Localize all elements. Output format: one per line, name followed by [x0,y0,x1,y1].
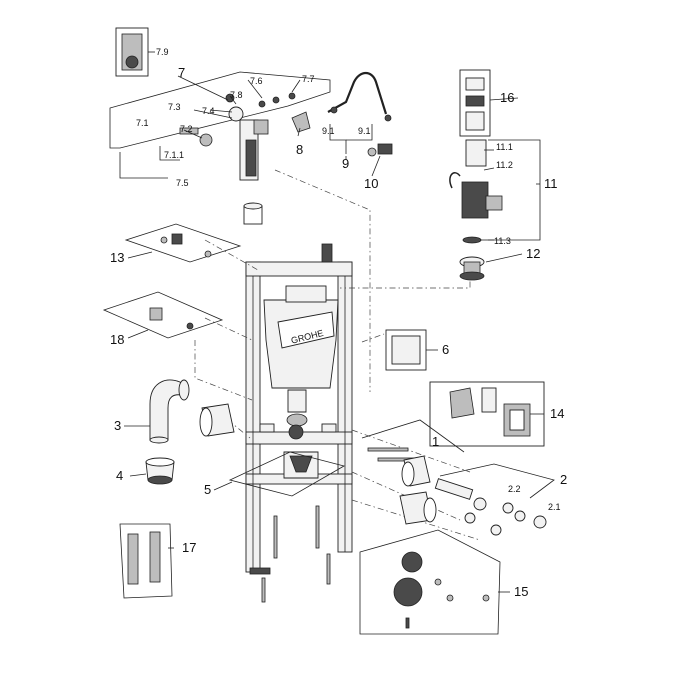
label-13: 13 [110,250,124,265]
label-7-3: 7.3 [168,102,181,112]
label-7-1-1: 7.1.1 [164,150,184,160]
label-9-1-right: 9.1 [358,126,371,136]
label-7-8: 7.8 [230,90,243,100]
part-4-cup [145,457,175,485]
part-7-9-box [115,27,155,77]
installation-frame [245,243,353,575]
label-12: 12 [526,246,540,261]
label-7-4: 7.4 [202,106,215,116]
part-14-box [429,381,545,447]
part-1-pipes [361,419,465,525]
pan-bracket [259,423,337,479]
part-11-flush-valve [449,139,541,244]
part-3-elbow [149,379,190,444]
label-3: 3 [114,418,121,433]
part-13-panel [124,223,242,263]
label-7-6: 7.6 [250,76,263,86]
label-7-1: 7.1 [136,118,149,128]
part-15-board [359,529,501,635]
label-11: 11 [544,176,558,191]
label-5: 5 [204,482,211,497]
part-5-lines [228,451,346,497]
part-8 [291,111,311,133]
label-11-3: 11.3 [494,236,511,246]
label-7-2: 7.2 [180,124,193,134]
label-2-1: 2.1 [548,502,561,512]
part-connector-pipe [199,403,235,437]
label-9-1-left: 9.1 [322,126,335,136]
part-6-plate [385,329,427,371]
part-18-panel [102,291,224,339]
label-18: 18 [110,332,124,347]
label-2-2: 2.2 [508,484,521,494]
part-16-box [459,69,491,137]
label-7-5: 7.5 [176,178,189,188]
label-1: 1 [432,434,439,449]
label-8: 8 [296,142,303,157]
label-10: 10 [364,176,378,191]
label-9: 9 [342,156,349,171]
label-11-1: 11.1 [496,142,513,152]
label-11-2: 11.2 [496,160,513,170]
label-2: 2 [560,472,567,487]
label-6: 6 [442,342,449,357]
part-7-group [109,71,331,225]
label-16: 16 [500,90,514,105]
part-9-hose [327,71,392,154]
cistern: GROHE [263,285,339,440]
part-labels: 7.9 7 7.6 7.7 7.8 7.3 7.4 7.1 7.2 7.1.1 … [110,47,567,599]
label-4: 4 [116,468,123,483]
label-15: 15 [514,584,528,599]
label-7-7: 7.7 [302,74,315,84]
part-12-outlet [459,256,485,281]
part-17-box [119,523,173,599]
part-10-valve [367,143,393,157]
label-7-9: 7.9 [156,47,169,57]
label-7: 7 [178,65,185,80]
floor-bolts [261,505,331,603]
label-14: 14 [550,406,564,421]
part-2-connector [434,463,555,536]
label-17: 17 [182,540,196,555]
leader-lines [124,75,544,593]
